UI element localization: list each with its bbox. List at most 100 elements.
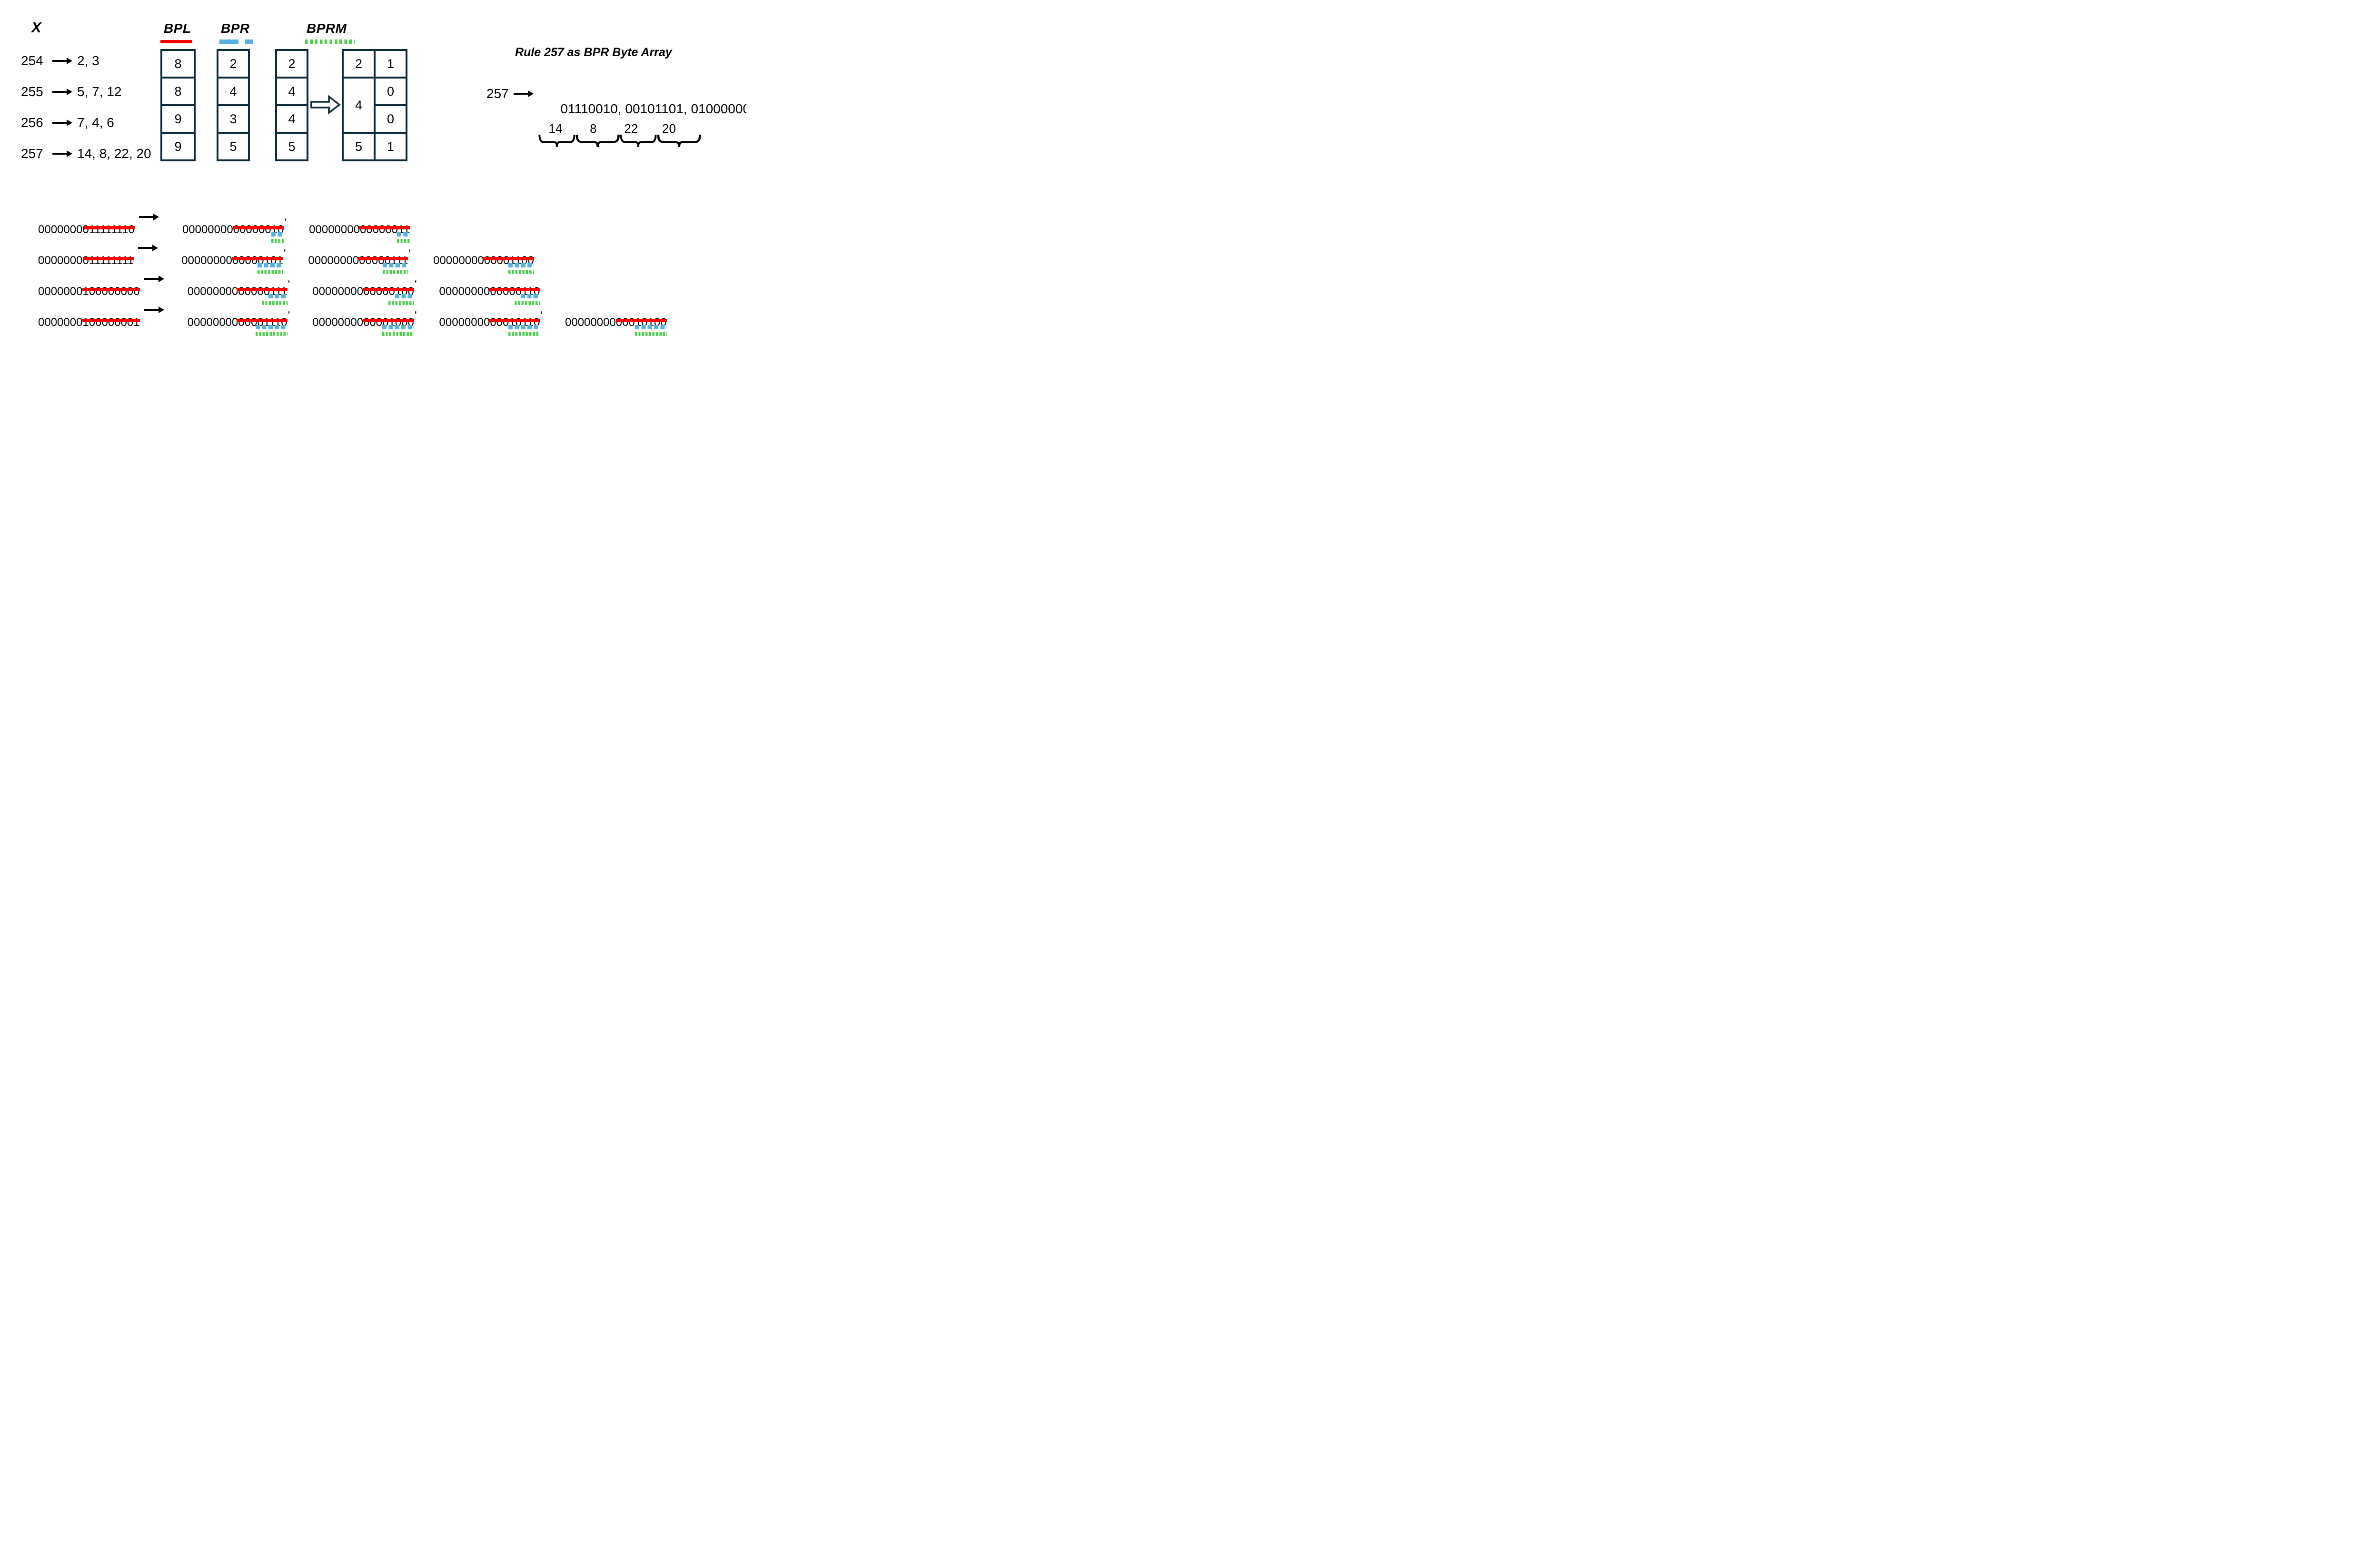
x-binary: 0000000011111111 bbox=[19, 241, 134, 294]
bprm-underline bbox=[258, 270, 283, 274]
residual-binary: 0000000000000010 bbox=[163, 210, 284, 290]
bprm-cell: 2 bbox=[275, 49, 308, 79]
x-binary: 0000000011111110 bbox=[19, 210, 135, 263]
merged-right-cell: 1 bbox=[374, 49, 407, 79]
byte-underline bbox=[233, 226, 284, 229]
group-value: 8 bbox=[590, 121, 597, 136]
residual-binary: 0000000000010110 bbox=[420, 303, 540, 338]
bpr-underline bbox=[255, 325, 288, 329]
bit-packing-diagram: X BPL BPR BPRM 254 2, 3 255 5, 7, 12 256… bbox=[0, 0, 746, 338]
bprm-underline bbox=[262, 301, 288, 305]
bpr-underline bbox=[635, 325, 667, 329]
residual-values: 14, 8, 22, 20 bbox=[77, 146, 151, 161]
byte-underline bbox=[236, 288, 288, 291]
merged-right-cell: 0 bbox=[374, 104, 407, 134]
byte-underline bbox=[615, 319, 667, 322]
bprm-cell: 4 bbox=[275, 104, 308, 134]
separator: , bbox=[283, 241, 287, 254]
residual-binary: 0000000000000110 bbox=[420, 272, 540, 338]
bprm-cell: 5 bbox=[275, 132, 308, 161]
arrow-right-icon bbox=[138, 245, 159, 251]
byte-underline bbox=[232, 257, 283, 260]
bpl-cell: 9 bbox=[160, 104, 196, 134]
residual-values: 7, 4, 6 bbox=[77, 115, 114, 130]
hollow-arrow-right-icon bbox=[310, 95, 341, 115]
residual-binary: 0000000000001110 bbox=[169, 303, 288, 338]
bpr-underline bbox=[382, 263, 408, 267]
binary-row: 0000000011111110 0000000000000010 , 0000… bbox=[19, 210, 410, 290]
rule-example-title: Rule 257 as BPR Byte Array bbox=[515, 46, 672, 59]
merged-left-cell-span: 4 bbox=[342, 77, 376, 134]
bpl-underline bbox=[82, 319, 140, 322]
x-value: 256 bbox=[21, 115, 43, 130]
separator: , bbox=[284, 210, 288, 223]
x-binary-text: 0000000011111110 bbox=[38, 223, 135, 236]
separator: , bbox=[414, 303, 417, 316]
bpl-underline bbox=[82, 288, 140, 291]
bpr-cell: 3 bbox=[217, 104, 250, 134]
x-value: 255 bbox=[21, 84, 43, 99]
arrow-right-icon bbox=[52, 119, 72, 126]
arrow-right-icon bbox=[513, 90, 534, 97]
separator: , bbox=[287, 272, 291, 285]
x-binary: 0000000100000000 bbox=[19, 272, 140, 325]
arrow-right-icon bbox=[144, 276, 164, 282]
x-binary-text: 0000000011111111 bbox=[38, 254, 134, 267]
arrow-right-icon bbox=[52, 150, 72, 157]
byte-underline bbox=[489, 319, 540, 322]
bpr-underline bbox=[521, 294, 540, 298]
mapping-row: 254 2, 3 bbox=[21, 53, 99, 69]
byte-underline bbox=[489, 288, 540, 291]
residual-binary-text: 0000000000000011 bbox=[309, 223, 410, 236]
residual-binary-text: 0000000000000010 bbox=[182, 223, 284, 236]
arrow-right-icon bbox=[144, 306, 164, 313]
group-value: 20 bbox=[662, 121, 676, 136]
bprm-underline bbox=[388, 301, 414, 305]
residual-binary: 0000000000010100 bbox=[546, 303, 667, 338]
mapping-row: 257 14, 8, 22, 20 bbox=[21, 146, 151, 161]
bpr-underline bbox=[397, 232, 410, 237]
residual-binary: 0000000000001100 bbox=[414, 241, 534, 321]
residual-binary: 0000000000000100 bbox=[293, 272, 414, 338]
residual-binary: 0000000000000101 bbox=[162, 241, 283, 321]
x-binary: 0000000100000001 bbox=[19, 303, 140, 338]
mapping-row: 256 7, 4, 6 bbox=[21, 115, 114, 130]
residual-binary: 0000000000000011 bbox=[290, 210, 410, 290]
byte-array-text: 01110010, 00101101, 01000000 bbox=[560, 101, 746, 116]
separator: , bbox=[414, 272, 417, 285]
merged-right-cell: 1 bbox=[374, 132, 407, 161]
group-brace bbox=[620, 104, 657, 147]
bprm-underline bbox=[508, 332, 540, 336]
residual-values: 2, 3 bbox=[77, 53, 99, 68]
bpl-red-underline bbox=[160, 40, 192, 43]
bpr-cell: 2 bbox=[217, 49, 250, 79]
byte-array-binary: 01110010, 00101101, 01000000 14 8 22 20 bbox=[538, 86, 746, 254]
x-value: 257 bbox=[21, 146, 43, 161]
merged-left-cell: 5 bbox=[342, 132, 376, 161]
bpr-underline bbox=[268, 294, 288, 298]
bprm-underline bbox=[514, 301, 540, 305]
arrow-right-icon bbox=[52, 58, 72, 64]
x-binary-text: 0000000100000001 bbox=[38, 316, 140, 329]
separator: , bbox=[287, 303, 291, 316]
bpl-table: 8 8 9 9 bbox=[160, 49, 196, 161]
bpl-cell: 9 bbox=[160, 132, 196, 161]
bpr-underline bbox=[382, 325, 414, 329]
bpr-underline bbox=[508, 325, 540, 329]
byte-underline bbox=[363, 319, 414, 322]
binary-row: 0000000011111111 0000000000000101 , 0000… bbox=[19, 241, 534, 321]
x-value: 254 bbox=[21, 53, 43, 68]
bprm-underline bbox=[271, 239, 284, 243]
residual-binary: 0000000000000111 bbox=[289, 241, 408, 321]
group-brace bbox=[575, 104, 620, 147]
separator: , bbox=[408, 241, 412, 254]
bpr-underline bbox=[271, 232, 284, 237]
binary-row: 0000000100000000 0000000000000111 , 0000… bbox=[19, 272, 540, 338]
bprm-underline bbox=[255, 332, 288, 336]
group-brace bbox=[657, 104, 701, 147]
bprm-table: 2 4 4 5 bbox=[275, 49, 308, 161]
bpr-underline bbox=[258, 263, 283, 267]
bpr-cell: 4 bbox=[217, 77, 250, 106]
rule-example-line: 257 01110010, 00101101, 01000000 14 8 22… bbox=[486, 86, 746, 254]
byte-underline bbox=[357, 257, 408, 260]
